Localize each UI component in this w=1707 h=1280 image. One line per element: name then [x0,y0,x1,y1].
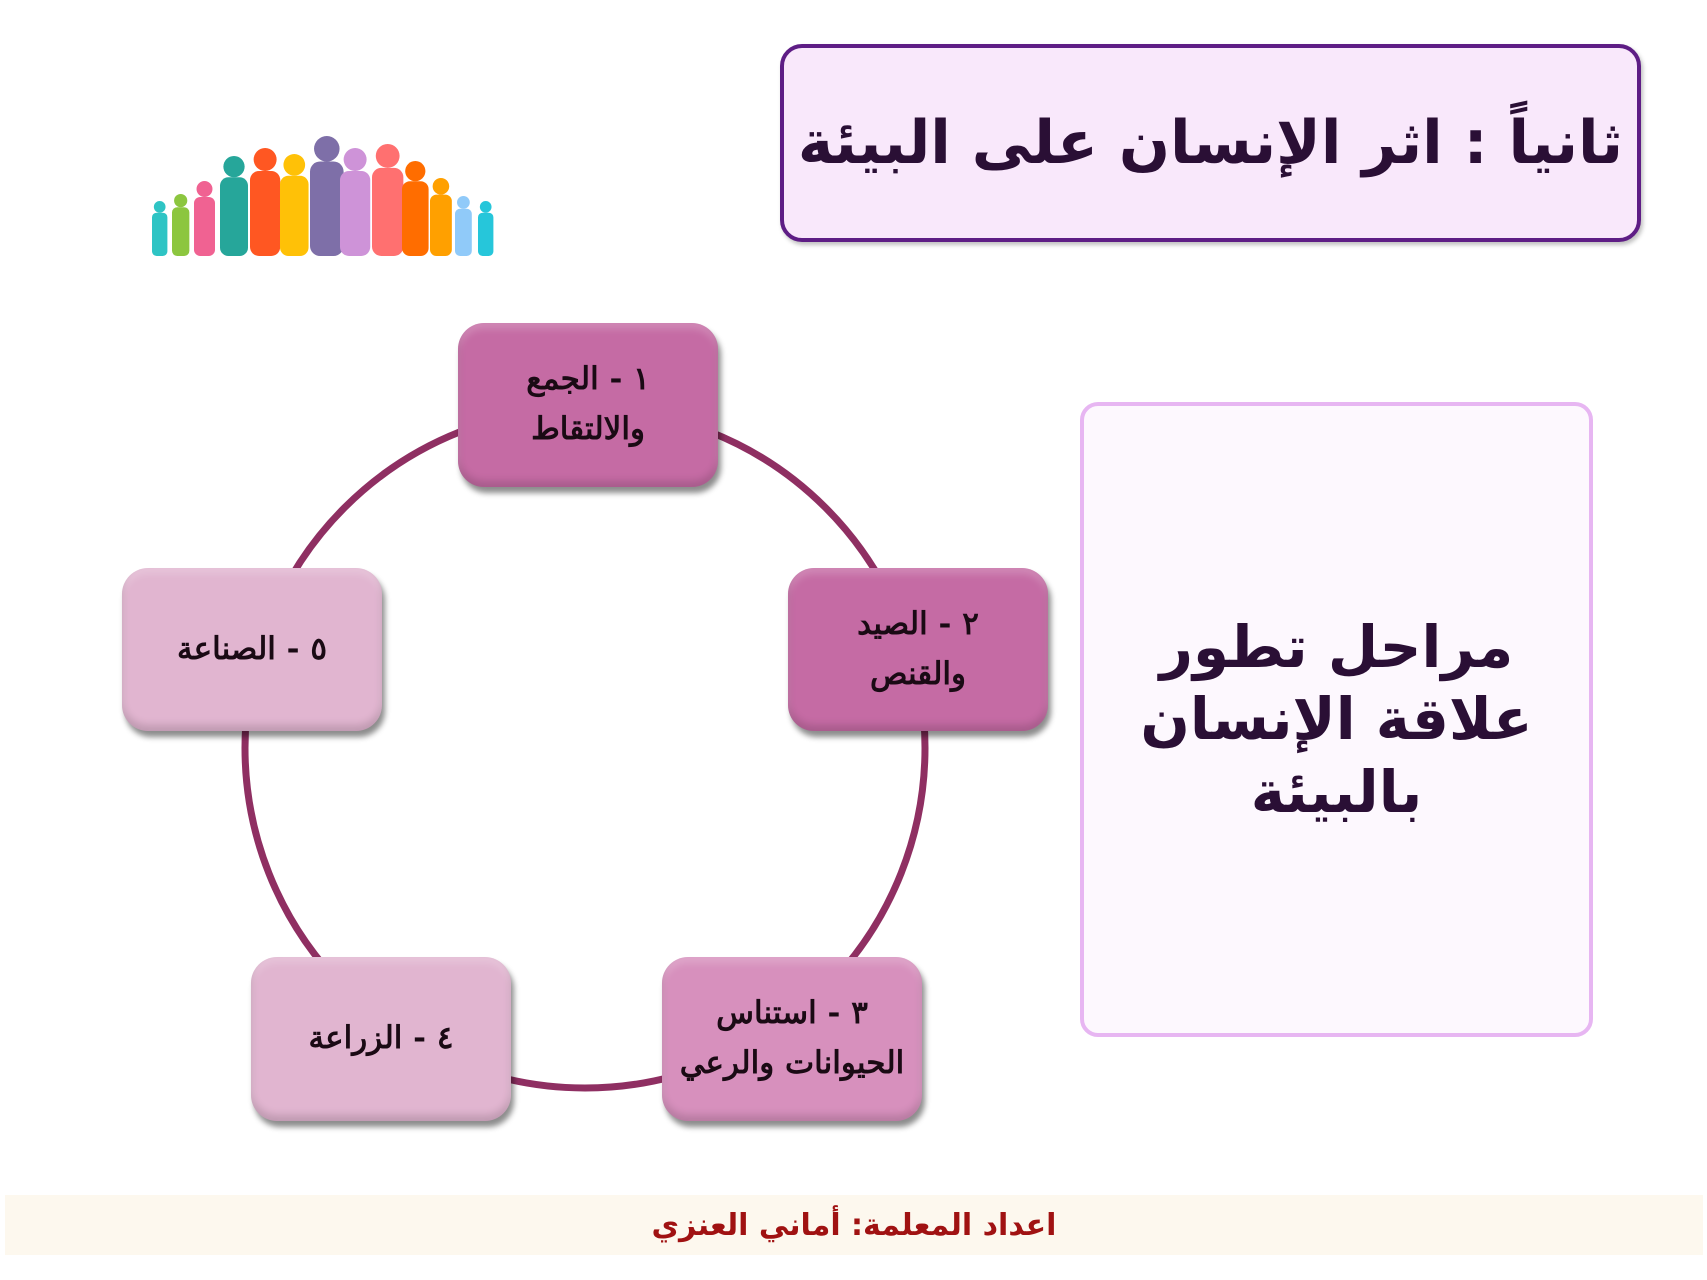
stage-agriculture: ٤ - الزراعة [251,957,511,1121]
person-body [340,170,371,256]
person-body [280,175,309,256]
stage-label: ٢ - الصيد والقنص [857,605,979,692]
person-body [372,167,404,256]
person-head [283,154,306,176]
person-head [223,156,245,178]
stage-label: ٣ - استناس الحيوانات والرعي [679,995,905,1081]
person-body [455,208,472,256]
stage-label: ١ - الجمع والالتقاط [526,361,650,447]
person-head [196,181,213,197]
person-head [343,148,367,171]
person-body [430,194,452,256]
people-silhouettes-image [152,136,494,256]
person-body [310,161,344,256]
stage-hunting: ٢ - الصيد والقنص [788,568,1048,731]
title-box: ثانياً : اثر الإنسان على البيئة [780,44,1641,242]
person-body [250,170,281,256]
person-body [152,212,168,256]
page-title: ثانياً : اثر الإنسان على البيئة [797,108,1624,178]
person-body [172,207,190,256]
stage-domestication: ٣ - استناس الحيوانات والرعي [662,957,922,1121]
person-head [479,201,492,213]
person-head [174,194,188,208]
person-body [220,177,248,256]
person-head [457,196,470,209]
person-head [253,148,277,171]
person-head [314,136,340,162]
person-body [194,196,215,256]
author-credit: اعداد المعلمة: أماني العنزي [651,1207,1057,1243]
stages-heading: مراحل تطور علاقة الإنسان بالبيئة [1140,612,1533,826]
footer-bar: اعداد المعلمة: أماني العنزي [5,1195,1703,1255]
person-body [402,181,429,256]
person-body [478,212,494,256]
stage-industry: ٥ - الصناعة [122,568,382,731]
person-head [375,144,400,168]
person-head [405,161,426,182]
stages-heading-box: مراحل تطور علاقة الإنسان بالبيئة [1080,402,1593,1037]
person-head [432,178,450,195]
person-head [153,201,166,213]
stage-gathering: ١ - الجمع والالتقاط [458,323,718,487]
stage-label: ٤ - الزراعة [308,1020,454,1057]
stage-label: ٥ - الصناعة [177,630,327,667]
